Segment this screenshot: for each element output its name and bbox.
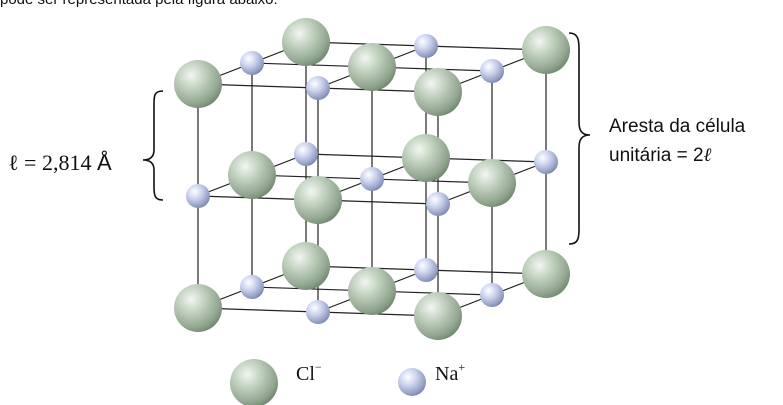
sodium-ion [294, 142, 318, 166]
left-brace-icon [142, 90, 164, 201]
chloride-ion [468, 159, 516, 207]
chloride-ion [294, 176, 342, 224]
lattice-atoms [174, 18, 570, 340]
chloride-ion [348, 43, 396, 91]
sodium-ion [480, 283, 504, 307]
chloride-ion [282, 242, 330, 290]
sodium-ion [306, 76, 330, 100]
chloride-ion [174, 284, 222, 332]
chloride-ion [228, 151, 276, 199]
sodium-ion [414, 34, 438, 58]
sodium-ion [360, 167, 384, 191]
sodium-ion [240, 275, 264, 299]
legend-chloride-label: Cl− [296, 360, 322, 385]
intro-text: pode ser representada pela figura abaixo… [0, 0, 278, 8]
chloride-ion [414, 68, 462, 116]
chloride-ion [522, 250, 570, 298]
chloride-ion [402, 134, 450, 182]
chloride-ion [282, 18, 330, 66]
sodium-ion-icon [398, 368, 426, 396]
chloride-ion-icon [230, 359, 278, 405]
legend-sodium-label: Na+ [435, 360, 466, 385]
sodium-ion [480, 59, 504, 83]
sodium-ion [240, 51, 264, 75]
cell-edge-label: Aresta da célula unitária = 2ℓ [609, 112, 745, 170]
cell-edge-label-line1: Aresta da célula [609, 116, 746, 137]
right-brace-icon [568, 32, 591, 245]
chloride-ion [348, 267, 396, 315]
sodium-ion [534, 150, 558, 174]
sodium-ion [414, 258, 438, 282]
chloride-ion [174, 60, 222, 108]
sodium-ion [186, 184, 210, 208]
sodium-ion [306, 300, 330, 324]
chloride-ion [414, 292, 462, 340]
chloride-ion [522, 26, 570, 74]
edge-length-label: ℓ = 2,814 Å [8, 150, 112, 175]
sodium-ion [426, 192, 450, 216]
cell-edge-label-line2: unitária = 2ℓ [609, 145, 712, 166]
